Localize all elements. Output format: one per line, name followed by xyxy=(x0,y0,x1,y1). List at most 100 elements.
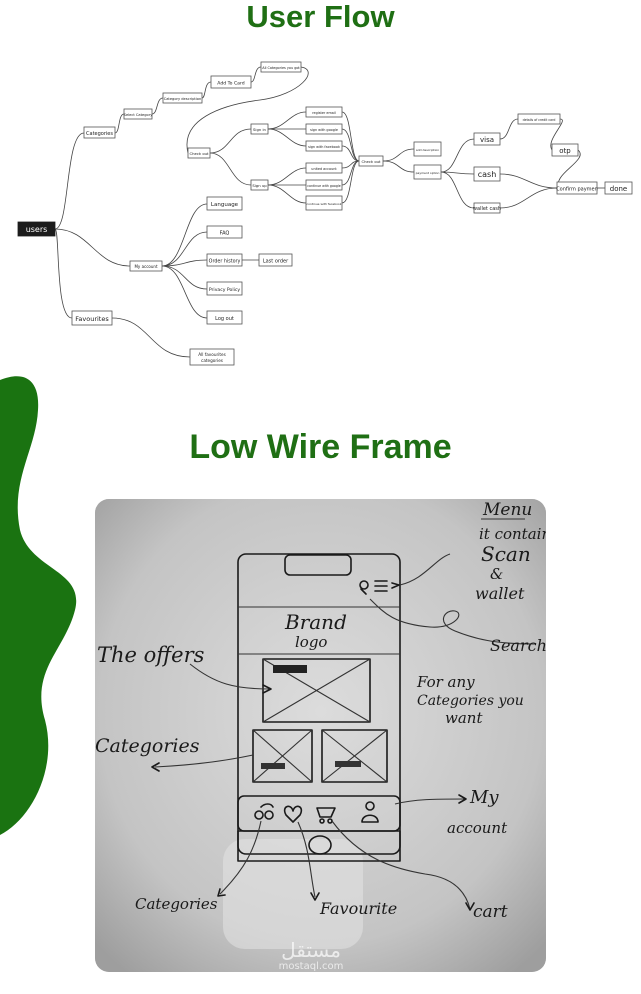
node-all-categories-you-got: All Categories you got xyxy=(260,61,302,73)
svg-text:categories: categories xyxy=(201,358,223,363)
svg-text:My account: My account xyxy=(134,264,157,269)
node-sign-with-facebook: sign with facebook xyxy=(305,140,343,152)
node-privacy-policy: Privacy Policy xyxy=(206,281,243,296)
svg-text:Privacy Policy: Privacy Policy xyxy=(209,287,241,293)
svg-text:Last order: Last order xyxy=(263,259,289,265)
edge-reg-checkout xyxy=(341,111,360,162)
node-details-of-credit-card: details of credit card xyxy=(517,113,561,125)
edge-cfb-checkout xyxy=(341,160,360,204)
tape xyxy=(223,839,363,949)
edge-allcat-checkout-loop xyxy=(186,66,309,154)
node-add-to-card: Add To Card xyxy=(210,75,252,89)
node-check-out-top: Check out xyxy=(187,147,211,159)
edge-addtocard-allcategories xyxy=(250,66,262,83)
svg-text:continue with google: continue with google xyxy=(307,184,340,188)
node-otp: otp xyxy=(551,143,579,157)
edge-details-otp xyxy=(550,118,563,151)
decorative-green-blob xyxy=(0,376,77,835)
node-cash: cash xyxy=(473,166,501,182)
svg-text:FAQ: FAQ xyxy=(220,231,230,237)
svg-text:sign with facebook: sign with facebook xyxy=(308,145,340,149)
node-log-out: Log out xyxy=(206,310,243,325)
search-icon xyxy=(359,580,369,595)
svg-text:All Categories you got: All Categories you got xyxy=(262,66,300,70)
note-my: My xyxy=(469,787,499,808)
edge-payment-wallet xyxy=(440,171,475,209)
node-category-description: Category description xyxy=(162,92,203,104)
edge-checkout-adddesc xyxy=(382,148,415,162)
svg-text:cash: cash xyxy=(478,170,497,179)
note-want: want xyxy=(445,709,483,727)
edge-users-favourites xyxy=(54,228,73,319)
edge-categories-select xyxy=(114,113,125,134)
sketch-logo: logo xyxy=(295,633,327,651)
phone-sketch xyxy=(237,553,401,862)
node-categories: Categories xyxy=(83,126,116,139)
edge-signup-cfacebook xyxy=(267,184,307,204)
svg-text:users: users xyxy=(26,225,48,234)
edge-cash-confirm xyxy=(499,173,558,189)
note-account: account xyxy=(447,819,508,837)
edge-myaccount-faq xyxy=(161,231,208,267)
watermark-arabic: مستقل xyxy=(281,938,341,962)
edge-users-myaccount xyxy=(54,228,131,267)
user-flow-heading: User Flow xyxy=(246,0,395,34)
svg-text:Language: Language xyxy=(211,202,239,208)
node-united-account: united account xyxy=(305,162,343,174)
note-the-offers: The offers xyxy=(97,643,205,667)
svg-text:payment option: payment option xyxy=(416,171,440,175)
edge-select-description xyxy=(151,97,164,115)
node-continue-with-facebook: continue with facebook xyxy=(305,195,343,211)
svg-text:Sign up: Sign up xyxy=(252,183,267,188)
edge-myaccount-language xyxy=(161,203,208,267)
svg-text:sign with google: sign with google xyxy=(310,128,338,132)
edge-checkout-payment xyxy=(382,160,415,173)
edge-payment-visa xyxy=(440,138,475,173)
sketch-brand: Brand xyxy=(284,610,347,634)
node-last-order: Last order xyxy=(258,253,293,267)
note-favourite: Favourite xyxy=(319,899,397,918)
edge-checkout-signin xyxy=(209,128,252,154)
svg-text:Check out: Check out xyxy=(189,151,209,156)
note-for-any: For any xyxy=(416,673,475,691)
edge-fb-checkout xyxy=(341,145,360,162)
edge-wallet-confirm xyxy=(499,187,558,209)
svg-text:Confirm paymen: Confirm paymen xyxy=(556,187,598,193)
edge-payment-cash xyxy=(440,171,475,175)
note-it-contain: it contain xyxy=(479,525,546,543)
node-sign-up: Sign up xyxy=(250,179,269,191)
node-order-history: Order history xyxy=(206,253,243,267)
node-continue-with-google: continue with google xyxy=(305,179,343,191)
node-check-out-mid: Check out xyxy=(358,155,384,167)
note-categories-you: Categories you xyxy=(417,693,524,709)
edge-signin-register xyxy=(267,111,307,130)
edge-users-categories xyxy=(54,132,85,230)
menu-icon xyxy=(374,580,388,592)
svg-text:done: done xyxy=(610,185,627,193)
note-categories-bottom: Categories xyxy=(135,895,218,913)
node-register-email: register email xyxy=(305,106,343,118)
note-search: Search xyxy=(490,636,546,655)
svg-text:Categories: Categories xyxy=(86,131,113,137)
svg-text:continue with facebook: continue with facebook xyxy=(306,202,341,206)
node-select-category: Select Category xyxy=(123,108,153,120)
flow-edges xyxy=(54,66,605,358)
svg-text:otp: otp xyxy=(559,147,571,155)
edge-favourites-all xyxy=(111,317,191,358)
annotation-arrows xyxy=(151,553,536,911)
edge-checkout-signup xyxy=(209,152,252,186)
svg-text:register email: register email xyxy=(312,111,336,115)
note-categories-left: Categories xyxy=(95,735,200,757)
svg-text:details of credit card: details of credit card xyxy=(523,118,556,122)
note-scan: Scan xyxy=(481,542,531,566)
edge-google-checkout xyxy=(341,128,360,162)
node-visa: visa xyxy=(473,132,501,146)
node-sign-in: Sign in xyxy=(250,123,269,135)
edge-myaccount-privacy xyxy=(161,265,208,290)
categories-nav-icon xyxy=(254,803,274,820)
edge-visa-details xyxy=(499,118,519,140)
edge-myaccount-logout xyxy=(161,265,208,319)
user-flow-diagram: users Categories Select Category Categor… xyxy=(17,61,633,366)
node-confirm-payment: Confirm paymen xyxy=(556,181,598,195)
svg-text:Check out: Check out xyxy=(361,159,381,164)
